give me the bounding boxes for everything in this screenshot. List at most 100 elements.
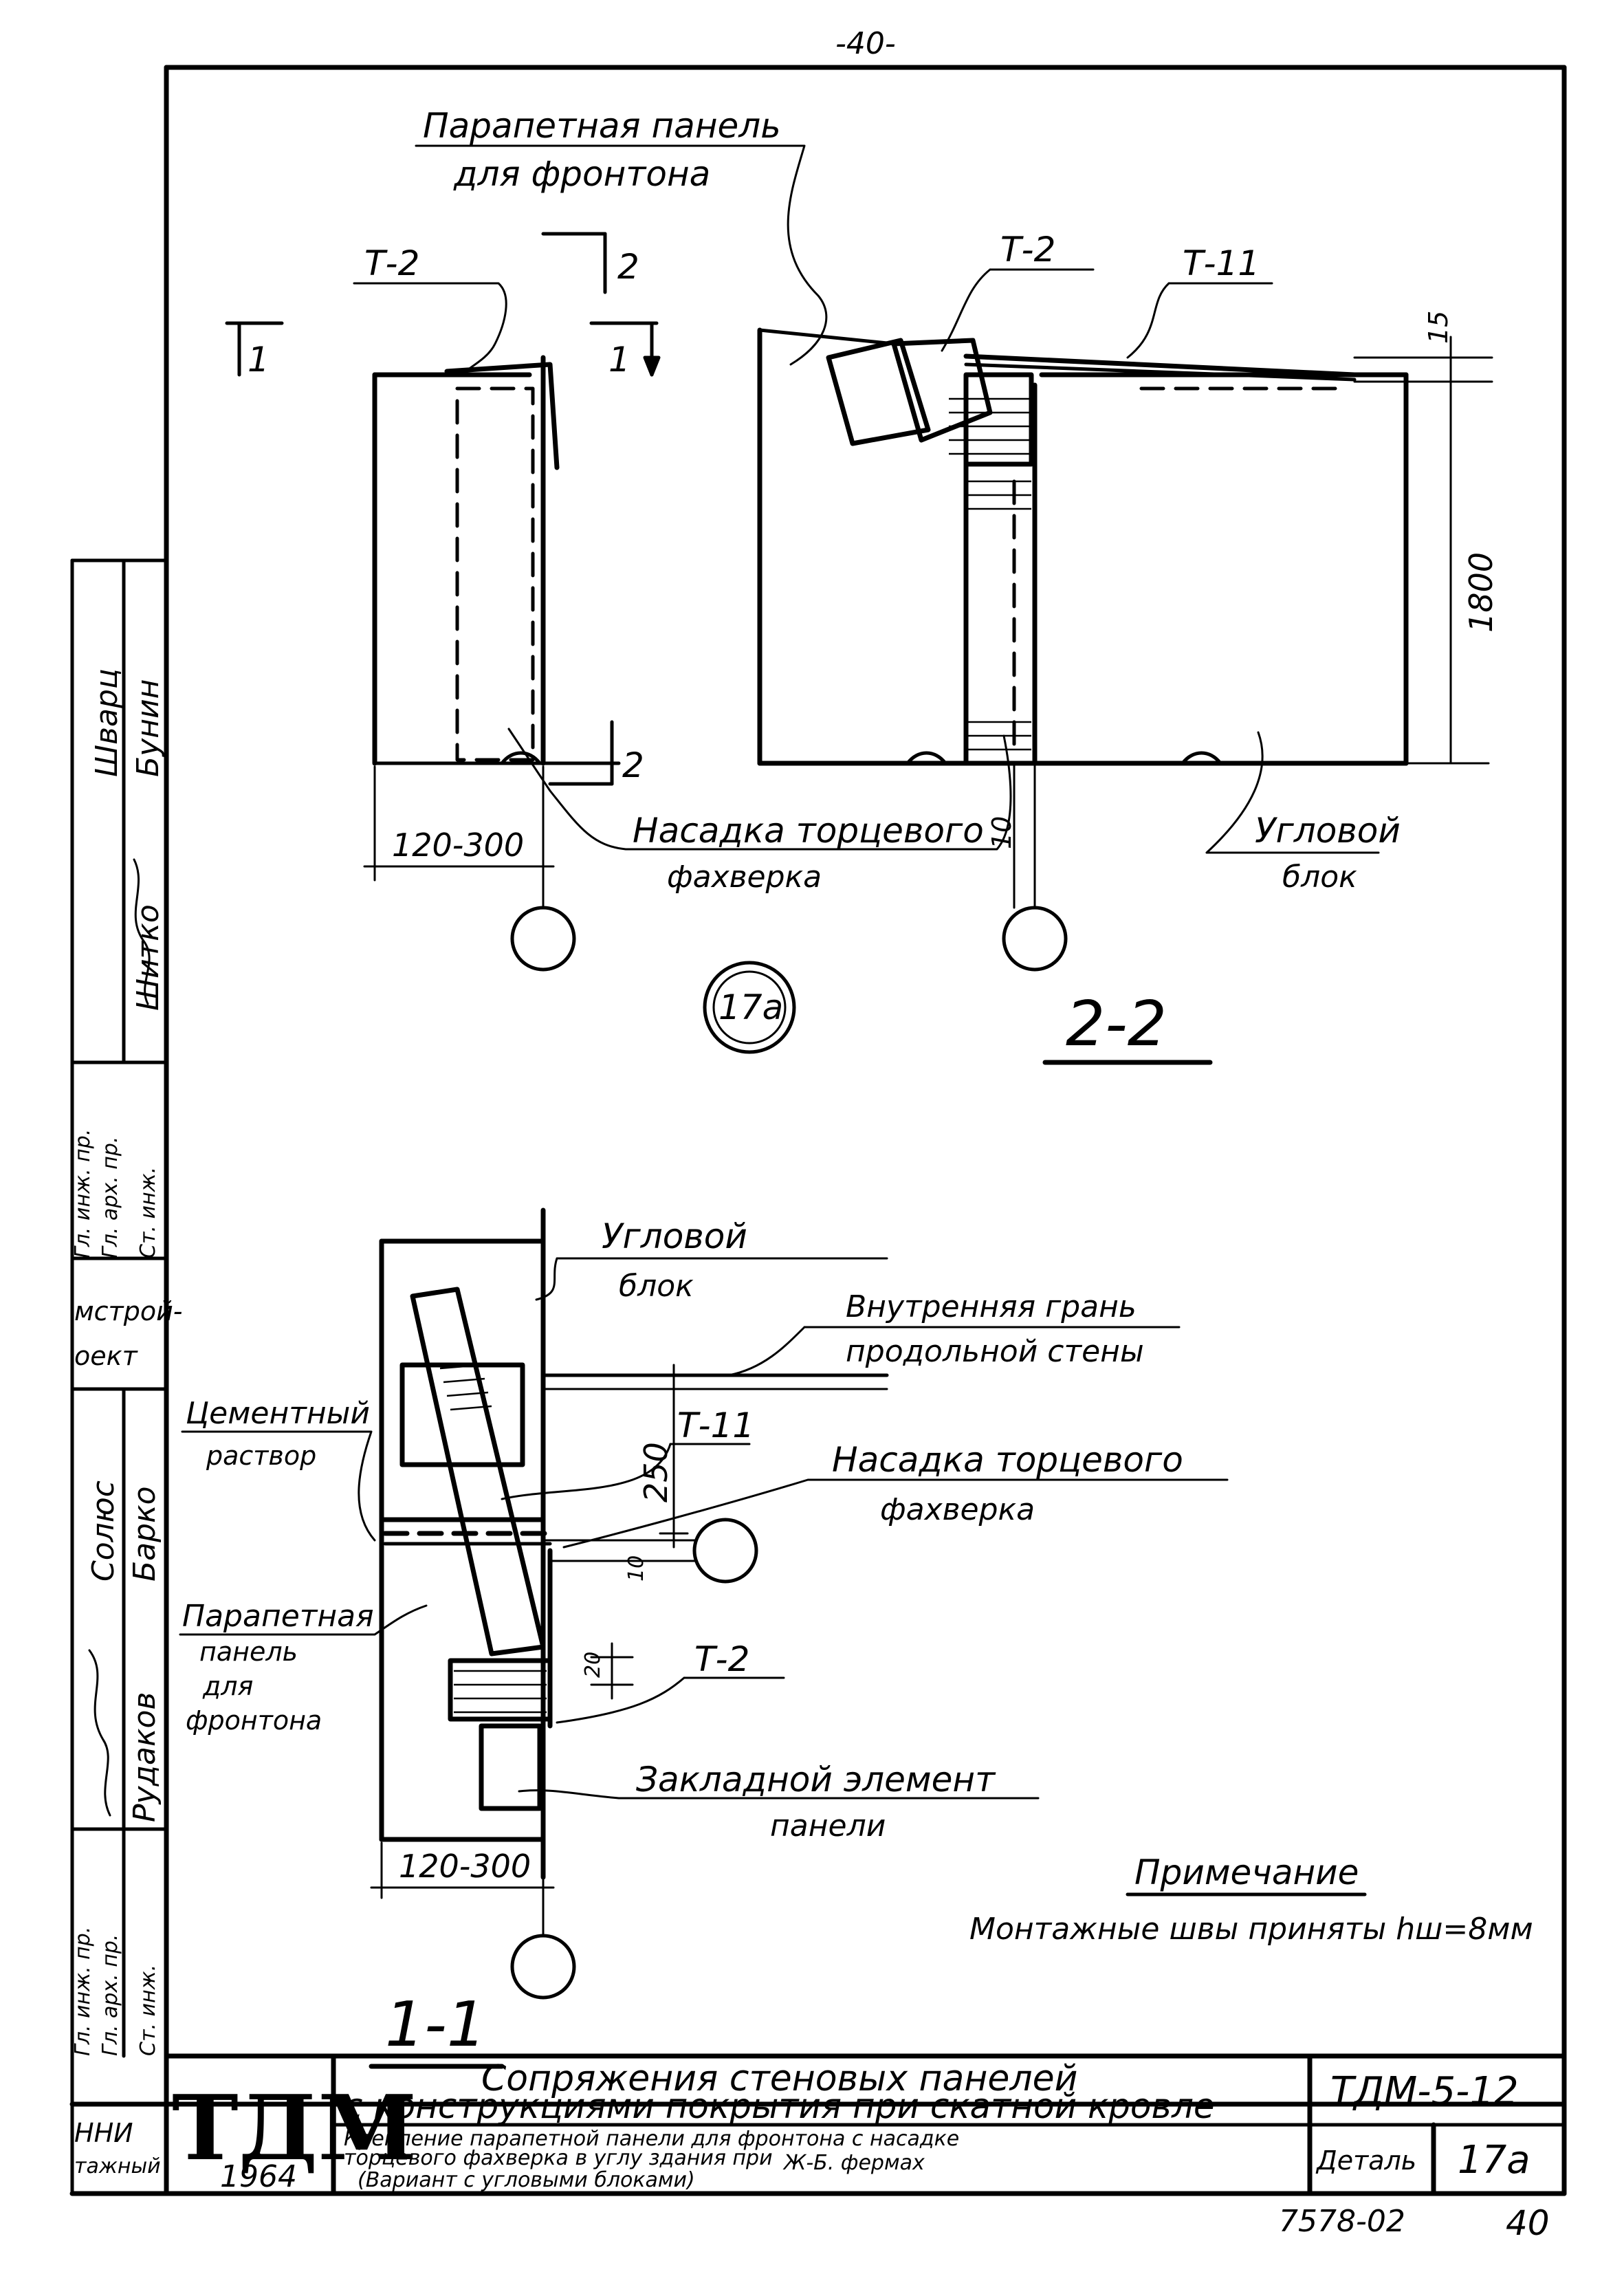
title-archive-number: 7578-02	[1279, 2204, 1405, 2239]
stamp-roles-b-1: Гл. арх. пр.	[98, 1934, 122, 2056]
leader-parapet-section	[179, 1604, 428, 1636]
callout-uglovoy-line2: блок	[619, 1269, 694, 1304]
leader-uglovoy-top	[1205, 731, 1380, 854]
callout-nasadka-line1: Насадка торцевого	[832, 1440, 1183, 1480]
dim-1800-label: 1800	[1462, 552, 1500, 633]
nasadka-bar-hatch	[439, 1364, 492, 1411]
title-logo: ТДМ	[172, 2075, 417, 2180]
right-panel-outline	[757, 327, 1409, 766]
nasadka-bar	[410, 1287, 546, 1657]
note-block: Примечание Монтажные швы приняты hш=8мм	[969, 1852, 1533, 1947]
section-mark-1-left-label: 1	[248, 340, 270, 380]
dim-10	[542, 1539, 696, 1562]
title-line-1: Сопряжения стеновых панелей	[481, 2058, 1077, 2099]
t2-label: Т-2	[694, 1639, 749, 1679]
title-code: ТДМ-5-12	[1330, 2069, 1519, 2114]
badge-17a-label: 17а	[718, 987, 783, 1027]
dim-120-300-label: 120-300	[399, 1848, 531, 1885]
stamp-org-1: оект	[74, 1341, 139, 1371]
t2-bracket-hatch	[454, 1670, 547, 1714]
t2-bracket-bottom	[448, 1658, 553, 1722]
left-panel-hidden-edge	[455, 386, 535, 762]
dim-120-300-top	[363, 765, 555, 909]
callout-parapet-l1: Парапетная	[182, 1599, 374, 1634]
left-panel	[372, 355, 546, 766]
dim-10-label: 10	[624, 1555, 648, 1582]
section-mark-1-right	[589, 321, 661, 377]
subtitle-line-2: торцевого фахверка в углу здания при	[344, 2146, 773, 2170]
parapet-hatch	[949, 397, 1031, 455]
stamp-col-a-1: Бунин	[131, 679, 166, 777]
t11-plate-top-lower	[964, 362, 1357, 382]
detail-17a-drawing: Парапетная панель для фронтона Т-2 2 1 1	[225, 106, 1500, 1065]
title-detail-number: 17а	[1458, 2138, 1530, 2183]
axis-circle-left	[510, 906, 576, 972]
section-mark-1-left	[225, 321, 284, 377]
dim-10-top	[1013, 762, 1036, 909]
dim-20	[590, 1642, 634, 1700]
callout-parapet-line1: Парапетная панель	[423, 106, 781, 146]
stamp-roles-b-0: Гл. инж. пр.	[71, 1927, 95, 2056]
title-line-2: с конструкциями покрытия при скатной кро…	[344, 2086, 1215, 2126]
stamp-names-c-1: Барко	[127, 1486, 162, 1582]
stamp-roles-a-1: Гл. арх. пр.	[98, 1137, 122, 1258]
callout-parapet-line2: для фронтона	[453, 154, 710, 194]
axis-circle-section-right	[692, 1518, 758, 1584]
stamp-names-c-0: Солюс	[86, 1480, 121, 1582]
title-year: 1964	[220, 2159, 297, 2194]
leader-uglovoy	[535, 1257, 888, 1301]
title-detail-label: Деталь	[1315, 2145, 1416, 2176]
title-block: ТДМ 1964 ННИ тажный Сопряжения стеновых …	[69, 2053, 1567, 2243]
callout-inner-face-line1: Внутренняя грань	[846, 1289, 1137, 1324]
dim-15-label: 15	[1423, 311, 1453, 344]
callout-inner-face-line2: продольной стены	[846, 1334, 1144, 1369]
callout-cement-line1: Цементный	[186, 1396, 370, 1431]
note-text: Монтажные швы приняты hш=8мм	[969, 1912, 1533, 1947]
leader-cement	[181, 1430, 376, 1542]
subtitle-overlay: Ж-Б. фермах	[782, 2151, 925, 2175]
leader-t2-left	[353, 282, 507, 376]
page-number: -40-	[835, 26, 896, 61]
embedded-plate-upper	[399, 1362, 525, 1467]
callout-nasadka-line2: фахверка	[880, 1492, 1035, 1527]
left-panel-break-wave	[500, 751, 542, 765]
subtitle-line-1: Крепление парапетной панели для фронтона…	[344, 2127, 959, 2151]
axis-circle-right	[1002, 906, 1068, 972]
dim-1800	[1405, 380, 1490, 765]
t11-plate-top	[963, 353, 1357, 378]
section-title-2-2: 2-2	[1066, 988, 1167, 1060]
leader-t2	[556, 1676, 785, 1724]
t11-top-label: Т-11	[1183, 243, 1260, 283]
leader-nasadka-top	[507, 728, 1012, 851]
embedded-element-lower	[479, 1723, 542, 1811]
stamp-roles-a-2: Ст. инж.	[136, 1167, 160, 1258]
stamp-roles-a-0: Гл. инж. пр.	[71, 1129, 95, 1258]
section-mark-1-right-label: 1	[608, 340, 630, 380]
dim-120-300-top-label: 120-300	[392, 827, 524, 864]
sheet-frame	[164, 65, 1567, 2196]
dim-20-label: 20	[581, 1652, 605, 1678]
side-stamp: Шварц Бунин Шитко Гл. инж. пр. Гл. арх. …	[70, 558, 182, 2196]
callout-uglovoy-top-line1: Угловой	[1255, 811, 1401, 851]
dim-250	[659, 1364, 689, 1549]
right-panel-break-wave-a	[906, 751, 947, 765]
leader-embedded	[518, 1789, 1040, 1800]
dim-120-300	[370, 1841, 555, 1899]
stamp-col-a-0: Шварц	[89, 668, 124, 777]
t2-left-label: Т-2	[364, 243, 419, 283]
leader-parapet	[415, 144, 828, 366]
callout-uglovoy-line1: Угловой	[602, 1216, 747, 1256]
left-panel-t2-bracket	[444, 362, 560, 470]
section-mark-2-bottom-label: 2	[622, 745, 644, 785]
callout-nasadka-top-line1: Насадка торцевого	[633, 811, 984, 851]
badge-17a-inner	[712, 970, 787, 1045]
stamp-roles-b-2: Ст. инж.	[136, 1965, 160, 2056]
dim-15	[1353, 336, 1493, 400]
leader-t2-right	[941, 268, 1095, 352]
dim-250-label: 250	[637, 1442, 674, 1502]
core-column	[963, 382, 1038, 766]
badge-17a-outer	[703, 961, 796, 1054]
section-mark-2-bottom	[548, 720, 614, 786]
callout-embedded-line2: панели	[770, 1808, 886, 1844]
